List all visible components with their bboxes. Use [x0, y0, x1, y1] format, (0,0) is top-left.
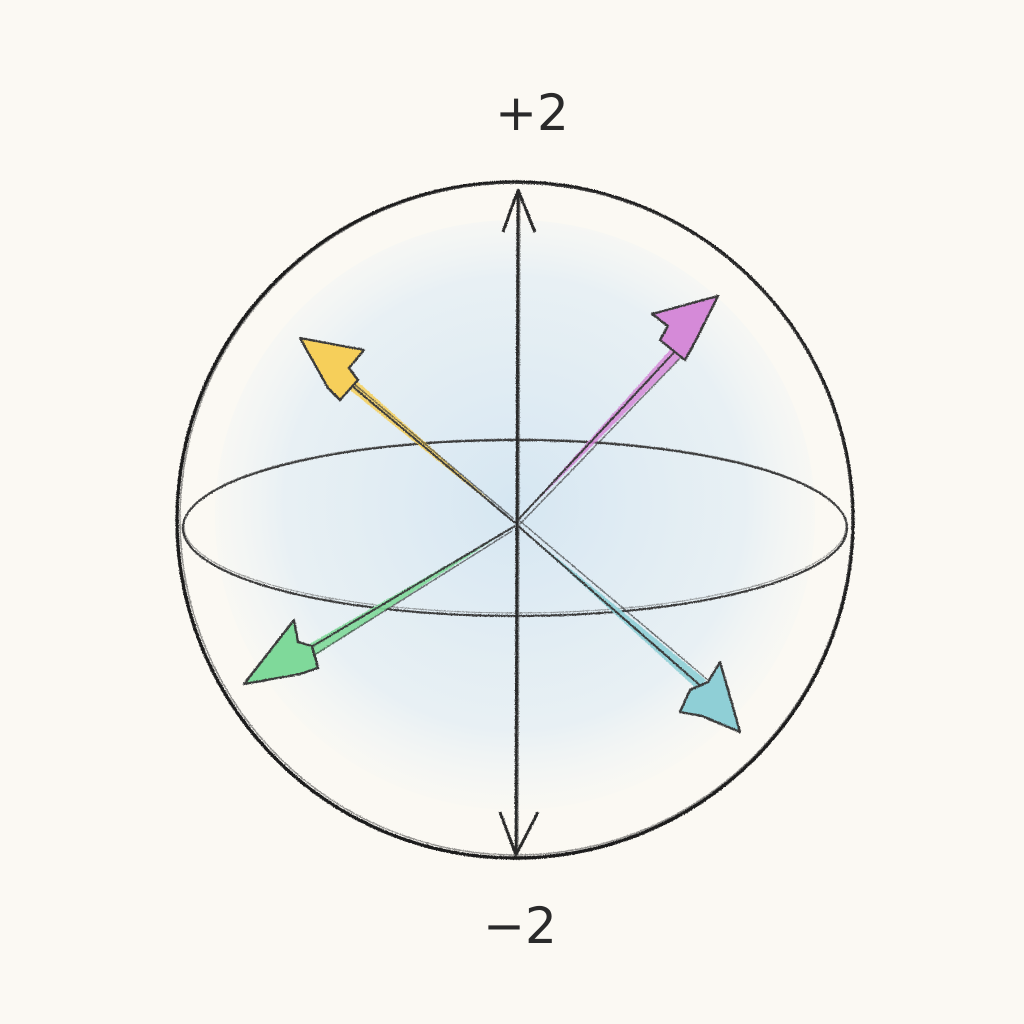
- teal-vector: [516, 520, 742, 734]
- bottom-pole-label: −2: [483, 897, 557, 955]
- equator-ellipse: [181, 438, 849, 618]
- top-pole-label: +2: [495, 84, 569, 142]
- yellow-vector: [298, 336, 516, 524]
- green-vector: [242, 525, 516, 686]
- magenta-vector: [516, 294, 720, 525]
- sphere-outline: [175, 180, 855, 860]
